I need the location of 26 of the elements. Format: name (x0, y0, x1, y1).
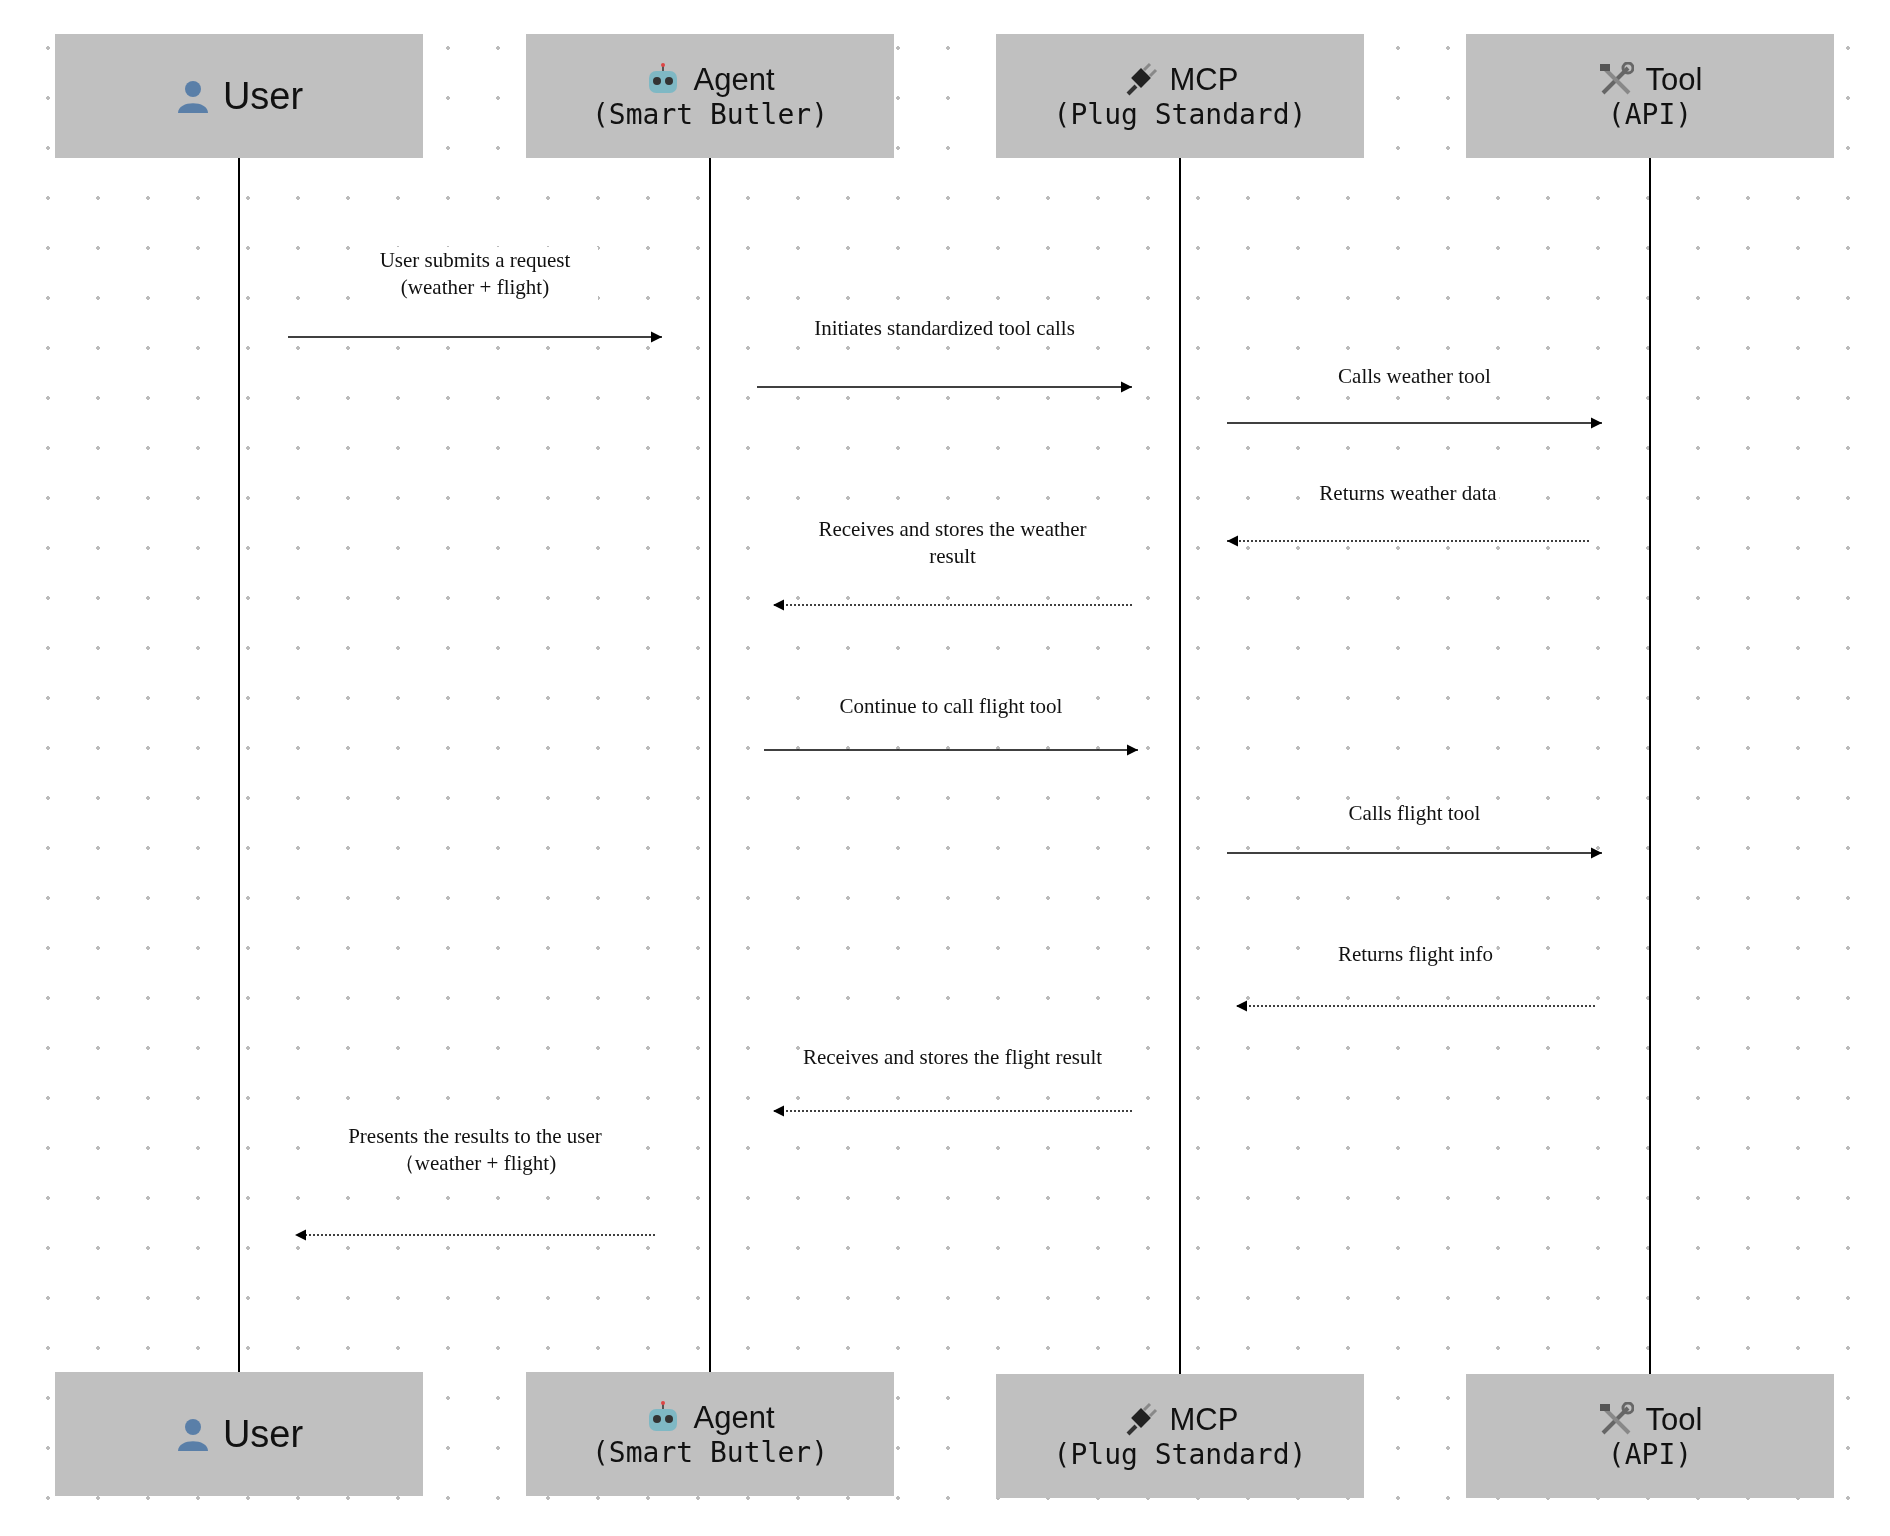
lifeline (1179, 157, 1181, 1375)
participant-name: MCP (1169, 1401, 1239, 1438)
participant-role: (Plug Standard) (1053, 1437, 1307, 1471)
participant-role: (API) (1607, 97, 1693, 131)
lifeline (709, 157, 711, 1373)
participant-name: Agent (693, 61, 775, 98)
participant-name: MCP (1169, 61, 1239, 98)
participant-box (55, 34, 423, 158)
lifeline (238, 157, 240, 1373)
participant-box (1466, 34, 1834, 158)
participant-box (1466, 1374, 1834, 1498)
participant-box (55, 1372, 423, 1496)
participant-box (526, 1372, 894, 1496)
participant-box (996, 34, 1364, 158)
participant-role: (Smart Butler) (592, 1435, 828, 1469)
participant-name: Agent (693, 1399, 775, 1436)
participant-name: Tool (1645, 61, 1703, 98)
participant-name: Tool (1645, 1401, 1703, 1438)
participant-name: User (222, 74, 304, 118)
participant-box (996, 1374, 1364, 1498)
participant-role: (Plug Standard) (1053, 97, 1307, 131)
participant-role: (Smart Butler) (592, 97, 828, 131)
participant-box (526, 34, 894, 158)
participant-role: (API) (1607, 1437, 1693, 1471)
participant-name: User (222, 1412, 304, 1456)
lifeline (1649, 157, 1651, 1375)
